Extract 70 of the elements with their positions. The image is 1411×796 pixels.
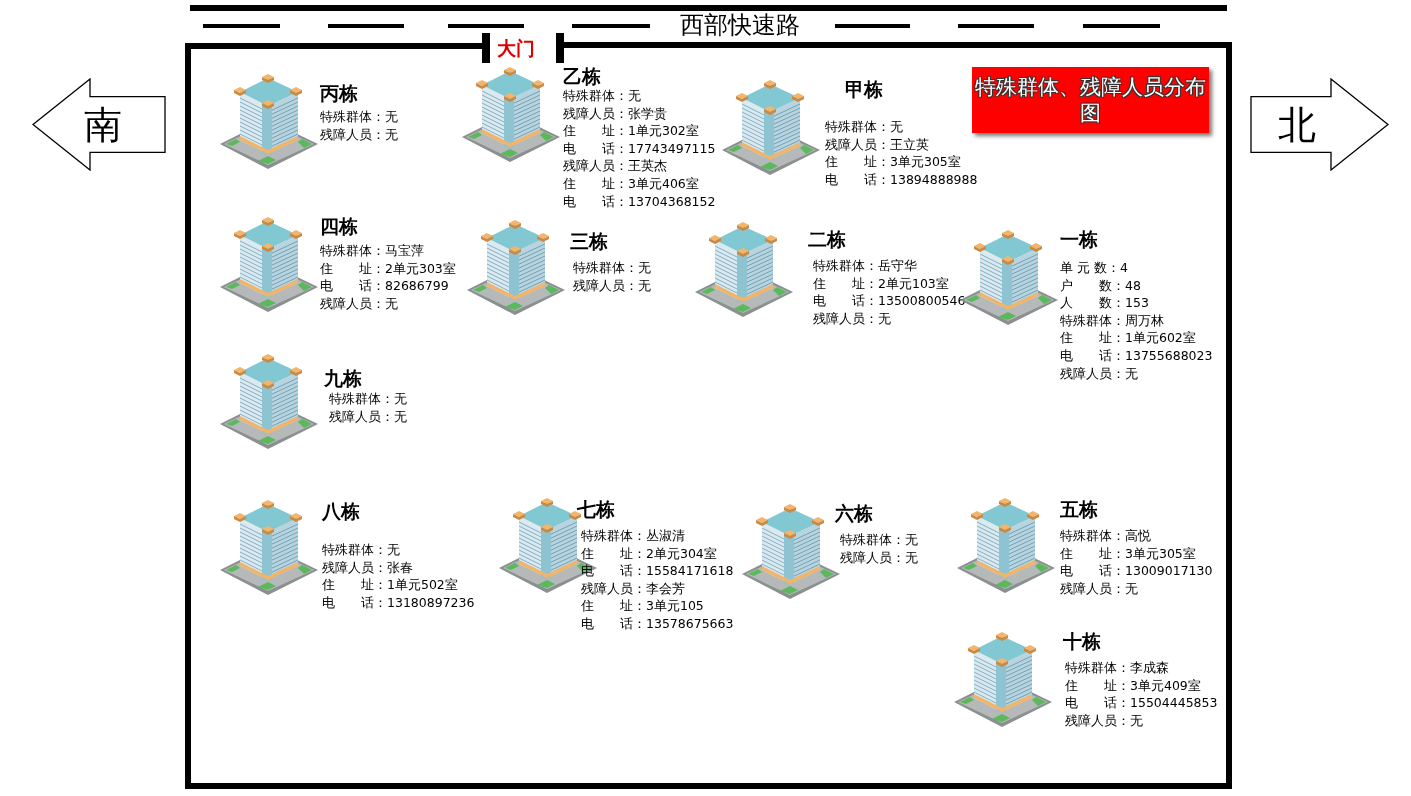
info-line: 住 址：2单元103室	[813, 274, 949, 293]
info-line: 特殊群体：周万林	[1060, 311, 1164, 330]
info-line: 单 元 数：4	[1060, 259, 1128, 277]
building-name: 甲栋	[845, 78, 883, 100]
info-line: 住 址：3单元409室	[1065, 676, 1201, 695]
info-line: 住 址：1单元602室	[1060, 329, 1196, 347]
info-line: 电 话：13180897236	[322, 593, 475, 612]
building-name: 八栋	[322, 500, 360, 522]
info-line: 住 址：2单元304室	[581, 544, 717, 563]
info-line: 电 话：17743497115	[563, 139, 716, 158]
building-name: 一栋	[1060, 228, 1098, 250]
info-line: 残障人员：无	[320, 294, 398, 313]
info-line: 住 址：1单元502室	[322, 576, 458, 594]
info-line: 特殊群体：无	[840, 531, 918, 549]
info-line: 残障人员：无	[1065, 711, 1143, 730]
building-name: 九栋	[324, 367, 362, 389]
info-line: 电 话：13500800546	[813, 292, 966, 310]
info-line: 住 址：3单元406室	[563, 175, 699, 193]
info-line: 电 话：15584171618	[581, 562, 734, 580]
info-line: 电 话：13894888988	[825, 170, 978, 189]
info-line: 住 址：3单元305室	[1060, 544, 1196, 563]
road-name: 西部快速路	[680, 12, 800, 39]
building-name: 十栋	[1063, 630, 1101, 652]
building-name: 乙栋	[563, 65, 601, 87]
info-line: 残障人员：王英杰	[563, 157, 667, 175]
info-line: 残障人员：无	[329, 407, 407, 426]
info-line: 住 址：2单元303室	[320, 259, 456, 278]
info-line: 残障人员：无	[1060, 579, 1138, 598]
info-line: 残障人员：王立英	[825, 135, 929, 154]
info-line: 残障人员：无	[320, 125, 398, 144]
info-line: 特殊群体：岳守华	[813, 257, 917, 275]
info-line: 残障人员：无	[1060, 364, 1138, 383]
info-line: 电 话：15504445853	[1065, 694, 1218, 712]
building-name: 丙栋	[320, 82, 358, 104]
info-line: 特殊群体：无	[322, 541, 400, 559]
info-line: 特殊群体：李成森	[1065, 659, 1169, 677]
info-line: 残障人员：李会芳	[581, 579, 685, 598]
info-line: 特殊群体：无	[563, 87, 641, 105]
info-line: 特殊群体：丛淑清	[581, 527, 685, 545]
info-line: 特殊群体：无	[825, 118, 903, 136]
building-name: 六栋	[835, 502, 873, 524]
info-line: 电 话：13755688023	[1060, 347, 1213, 365]
info-line: 电 话：13704368152	[563, 192, 716, 211]
info-line: 户 数：48	[1060, 276, 1141, 295]
info-line: 特殊群体：无	[329, 390, 407, 408]
info-line: 电 话：13578675663	[581, 615, 734, 633]
info-line: 残障人员：张春	[322, 558, 413, 577]
gate-label: 大门	[497, 38, 535, 59]
direction-label: 北	[1278, 102, 1316, 147]
info-line: 特殊群体：无	[320, 108, 398, 126]
building-name: 七栋	[577, 498, 615, 520]
building-name: 二栋	[808, 228, 846, 250]
info-line: 电 话：13009017130	[1060, 562, 1213, 580]
info-line: 住 址：3单元105	[581, 597, 704, 615]
info-line: 残障人员：无	[813, 309, 891, 328]
building-name: 五栋	[1060, 498, 1098, 520]
title-banner: 特殊群体、残障人员分布图	[972, 67, 1209, 133]
direction-label: 南	[84, 102, 122, 147]
building-name: 四栋	[320, 215, 358, 237]
info-line: 残障人员：无	[840, 548, 918, 567]
building-name: 三栋	[570, 230, 608, 252]
info-line: 残障人员：张学贵	[563, 104, 667, 123]
info-line: 特殊群体：无	[573, 259, 651, 277]
info-line: 住 址：1单元302室	[563, 122, 699, 140]
info-line: 人 数：153	[1060, 294, 1149, 312]
info-line: 电 话：82686799	[320, 277, 449, 295]
info-line: 残障人员：无	[573, 276, 651, 295]
info-line: 特殊群体：马宝萍	[320, 242, 424, 260]
info-line: 特殊群体：高悦	[1060, 527, 1151, 545]
info-line: 住 址：3单元305室	[825, 153, 961, 171]
